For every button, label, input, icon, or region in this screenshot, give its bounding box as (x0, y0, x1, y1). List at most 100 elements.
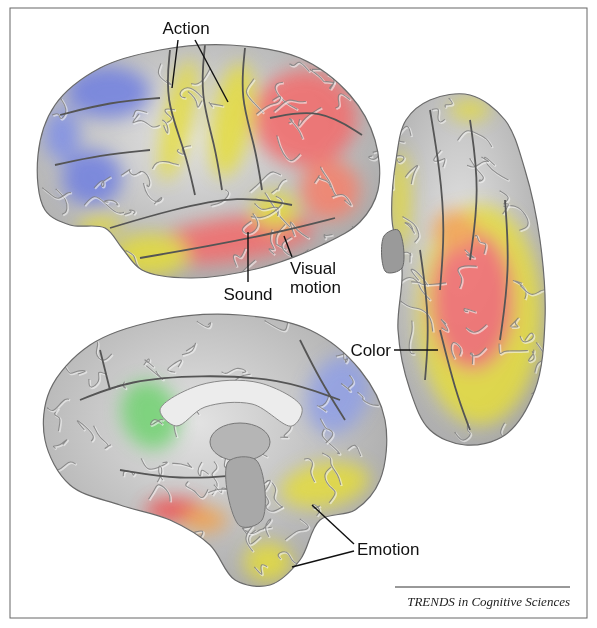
sulcus-line (243, 48, 262, 190)
gyrus-line (405, 223, 414, 234)
gyrus-line (124, 210, 135, 214)
gyrus-line (157, 466, 163, 482)
gyrus-line (405, 166, 417, 184)
sulcus-line (430, 110, 443, 290)
gyrus-line (314, 561, 326, 572)
sulcus-line (168, 50, 195, 195)
gyrus-line (509, 91, 536, 116)
gyrus-line (51, 462, 76, 476)
gyrus-line (465, 250, 475, 258)
brain-surface (392, 94, 546, 445)
gyrus-line (255, 203, 279, 216)
gyrus-line (191, 551, 203, 563)
gyrus-line (40, 213, 50, 241)
leader-line (284, 236, 292, 257)
gyrus-line (51, 85, 59, 99)
gyrus-line (84, 197, 124, 213)
gyrus-line (499, 344, 528, 354)
gyrus-line (345, 233, 367, 251)
gyrus-line (263, 519, 271, 537)
gyrus-line (475, 235, 486, 253)
gyrus-line (94, 426, 111, 449)
gyrus-line (320, 167, 335, 196)
gyrus-line (46, 576, 63, 581)
activation-region (418, 205, 542, 425)
brain-view (370, 91, 561, 446)
gyrus-line (402, 217, 418, 243)
gyrus-line (52, 99, 66, 119)
gyrus-line (49, 483, 56, 495)
gyrus-line (47, 399, 69, 410)
activation-region (78, 215, 122, 235)
brain-view (43, 314, 386, 591)
region-label: Color (350, 341, 391, 360)
gyrus-line (466, 324, 486, 332)
gyrus-line (133, 110, 148, 117)
gyrus-line (71, 536, 82, 549)
gyrus-line (121, 169, 141, 175)
region-label: Action (162, 19, 209, 38)
leader-line (292, 551, 354, 567)
gyrus-line (35, 39, 42, 63)
gyrus-line (350, 83, 360, 92)
gyrus-line (341, 375, 353, 391)
corpus-callosum (160, 380, 302, 426)
gyrus-line (329, 250, 343, 256)
gyrus-line (464, 309, 476, 312)
gyrus-line (271, 179, 286, 193)
sulcus-line (110, 199, 292, 228)
gyrus-line (320, 574, 343, 583)
gyrus-line (233, 248, 245, 267)
gyrus-line (180, 88, 202, 98)
activation-region (300, 160, 360, 220)
brainstem (226, 457, 266, 528)
gyrus-line (501, 423, 521, 443)
gyrus-line (470, 348, 485, 365)
gyrus-line (72, 536, 97, 547)
gyrus-line (93, 51, 105, 67)
gyrus-line (341, 265, 353, 279)
sulcus-line (120, 470, 240, 478)
gyrus-line (143, 183, 161, 204)
gyrus-line (89, 372, 106, 387)
gyrus-line (265, 315, 292, 330)
activation-region (296, 347, 380, 443)
gyrus-line (36, 253, 42, 261)
gyrus-line (298, 108, 321, 126)
leader-lines (172, 40, 438, 567)
gyrus-line (277, 135, 300, 160)
leader-line (312, 505, 354, 544)
source-credit: TRENDS in Cognitive Sciences (407, 592, 570, 611)
region-label: Visual motion (290, 259, 360, 297)
gyrus-line (211, 190, 229, 206)
gyrus-line (168, 360, 182, 372)
gyrus-line (53, 440, 66, 449)
gyrus-line (384, 156, 404, 165)
gyrus-line (139, 171, 150, 186)
gyrus-line (135, 543, 140, 558)
gyrus-line (347, 445, 360, 456)
gyrus-line (510, 318, 518, 327)
gyrus-line (274, 100, 306, 111)
gyrus-line (191, 69, 210, 85)
gyrus-line (451, 342, 461, 358)
gyrus-line (275, 82, 297, 109)
region-label: Sound (223, 285, 272, 304)
gyrus-line (352, 227, 367, 248)
activation-region (202, 59, 262, 180)
leader-line (172, 40, 178, 88)
gyrus-line (56, 189, 67, 215)
gyrus-line (197, 321, 211, 327)
gyrus-line (172, 463, 191, 468)
activation-region (450, 100, 490, 120)
sulcus-line (420, 250, 428, 380)
gyrus-line (198, 462, 209, 476)
gyrus-line (324, 235, 332, 239)
gyrus-line (432, 109, 445, 122)
sulcus-line (440, 330, 470, 430)
sulcus-line (470, 120, 477, 260)
sulcus-line (55, 150, 150, 165)
gyrus-line (531, 170, 541, 180)
activation-region (44, 109, 80, 161)
